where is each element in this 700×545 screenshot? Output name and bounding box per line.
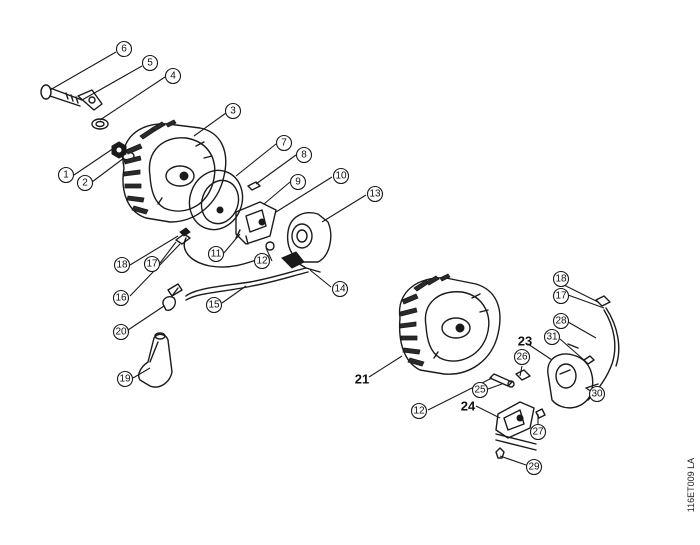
svg-text:19: 19 [119,374,131,385]
callout-13: 13 [366,185,384,203]
callout-19: 19 [116,370,134,388]
callout-12-right: 12 [410,402,428,420]
screw-right [489,373,515,388]
callout-16: 16 [112,289,130,307]
callout-11: 11 [207,245,225,263]
leader-lines [49,51,605,466]
callout-10: 10 [332,167,350,185]
svg-text:17: 17 [146,259,158,270]
svg-text:25: 25 [474,385,486,396]
svg-text:13: 13 [369,189,381,200]
assembly-label-24: 24 [461,399,476,414]
flywheel-right [398,273,501,375]
svg-text:1: 1 [63,170,69,181]
ignition-coil-right [547,353,599,409]
small-screw-part [247,181,261,191]
connector-wire [185,241,321,301]
screw-27 [535,408,546,419]
svg-text:3: 3 [230,106,236,117]
callout-12-left: 12 [253,252,271,270]
callout-9: 9 [289,173,307,191]
svg-text:12: 12 [413,406,425,417]
svg-text:10: 10 [335,171,347,182]
svg-text:11: 11 [211,249,222,260]
callout-20: 20 [112,323,130,341]
bracket-part [77,89,103,111]
callout-6: 6 [115,40,133,58]
callout-8: 8 [295,146,313,164]
callout-25: 25 [471,381,489,399]
svg-text:30: 30 [591,389,603,400]
fan-housing [286,212,332,263]
svg-text:15: 15 [208,300,220,311]
svg-text:8: 8 [301,150,307,161]
svg-text:12: 12 [256,256,268,267]
svg-text:27: 27 [532,427,544,438]
callout-26: 26 [513,348,531,366]
wire-harness-right [567,295,620,401]
callout-30: 30 [588,385,606,403]
svg-text:7: 7 [281,138,287,149]
callout-15: 15 [205,296,223,314]
callout-4: 4 [164,67,182,85]
spark-plug-boot [138,332,173,388]
callout-28: 28 [552,312,570,330]
svg-text:17: 17 [555,291,567,302]
svg-text:20: 20 [115,327,127,338]
callout-7: 7 [275,134,293,152]
svg-text:5: 5 [147,58,153,69]
svg-text:14: 14 [334,284,346,295]
svg-text:26: 26 [516,352,528,363]
svg-text:6: 6 [121,44,127,55]
callout-31: 31 [543,328,561,346]
assembly-label-23: 23 [518,334,532,349]
svg-text:2: 2 [82,178,88,189]
callout-29: 29 [525,458,543,476]
assembly-label-21: 21 [355,372,369,387]
callout-18-left: 18 [113,256,131,274]
svg-text:29: 29 [528,462,540,473]
callout-27: 27 [529,423,547,441]
nut-right [515,369,531,381]
stator-plate [188,169,244,231]
callout-17-left: 17 [143,255,161,273]
ignition-module-left [235,201,277,245]
wire-harness-left [175,227,269,268]
boot-spring [162,283,183,311]
svg-text:16: 16 [115,293,127,304]
screw-part [40,84,83,107]
ring-part [91,118,109,130]
svg-text:31: 31 [546,332,558,343]
svg-text:18: 18 [555,274,567,285]
drawing-code-text: 116ET009 LA [686,457,696,513]
callout-3: 3 [224,102,242,120]
callout-14: 14 [331,280,349,298]
callout-18-right: 18 [552,270,570,288]
flywheel-left [122,119,227,223]
svg-text:9: 9 [295,177,301,188]
callout-2: 2 [76,174,94,192]
drawing-code: 116ET009 LA [684,440,698,530]
callout-17-right: 17 [552,287,570,305]
svg-text:4: 4 [170,71,176,82]
svg-text:28: 28 [555,316,567,327]
callout-1: 1 [57,166,75,184]
svg-text:18: 18 [116,260,128,271]
screw-29 [495,447,505,459]
callout-5: 5 [141,54,159,72]
ignition-module-right [495,401,537,451]
